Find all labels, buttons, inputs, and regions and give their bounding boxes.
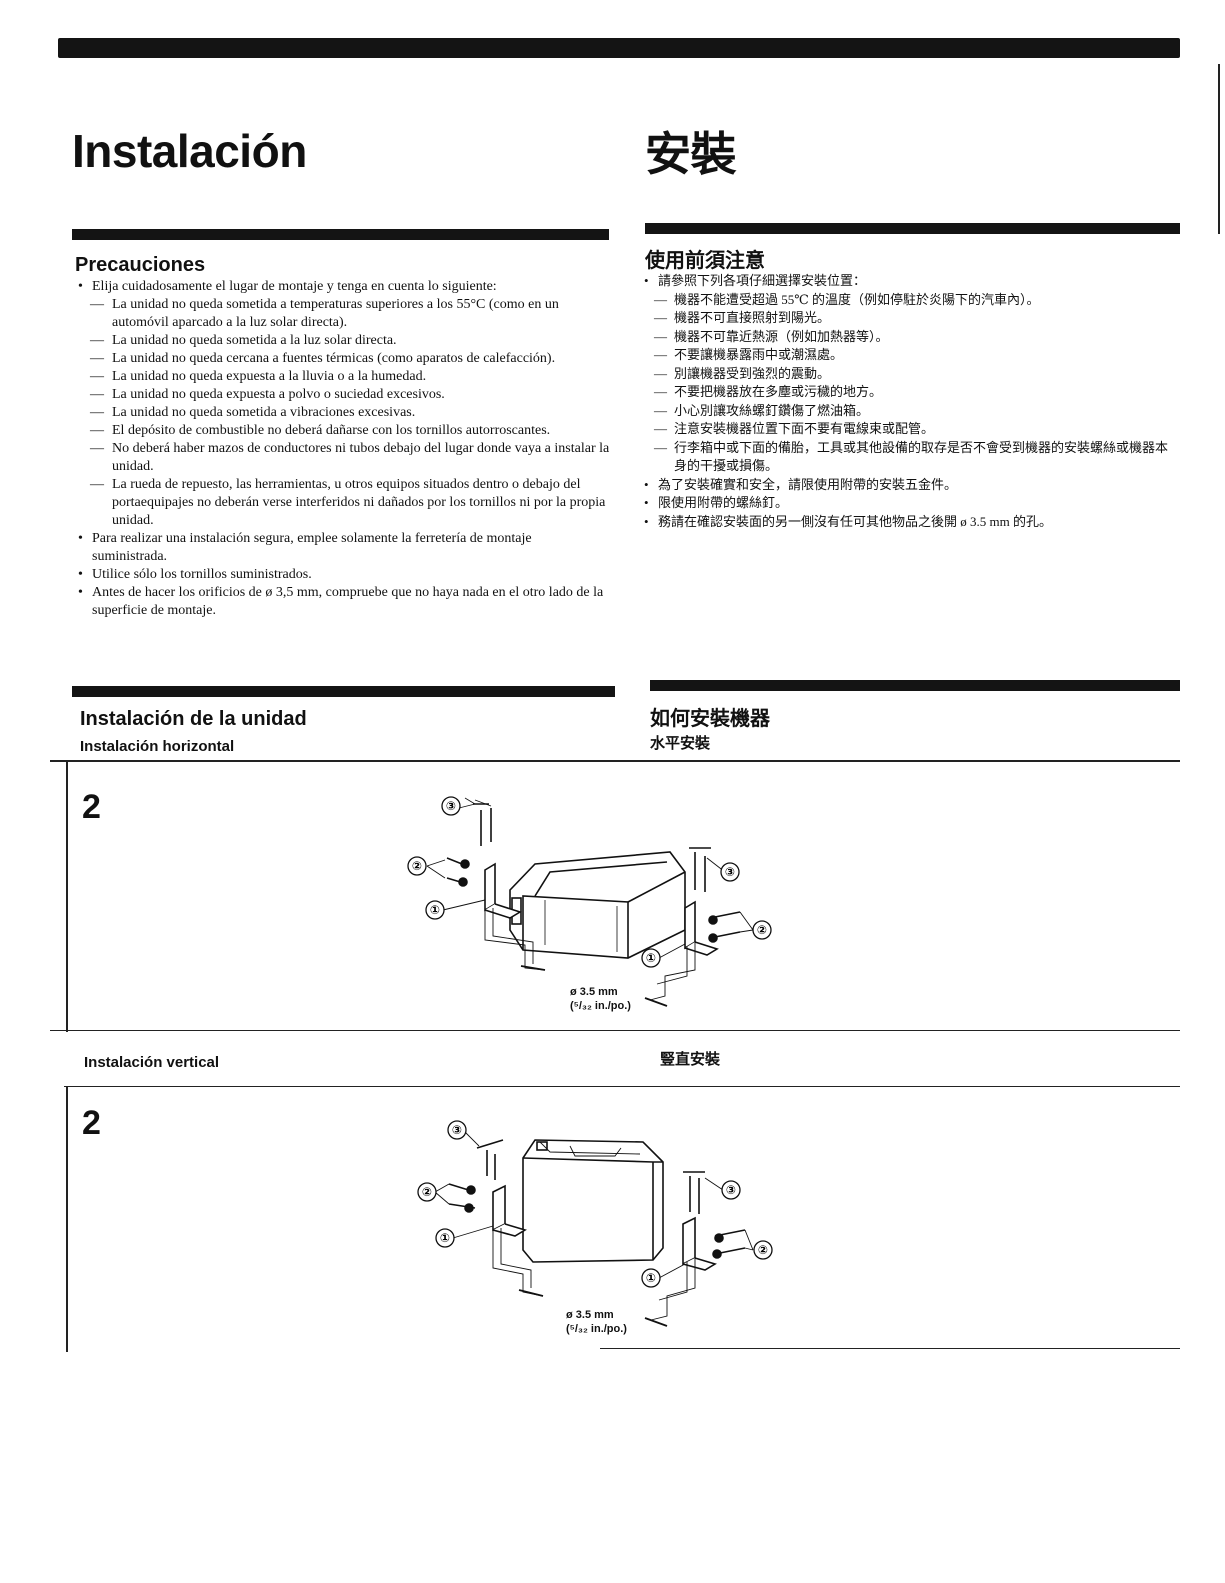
vertical-install-diagram: ③ ② ① ③ ② ①	[417, 1120, 773, 1327]
precaution-subitem: La rueda de repuesto, las herramientas, …	[78, 476, 610, 530]
figure-frame-bottom	[50, 1030, 1180, 1031]
precautions-heading-zh: 使用前須注意	[645, 250, 765, 272]
callout-1: ①	[646, 1271, 656, 1285]
callout-3: ③	[725, 865, 735, 879]
precaution-subitem: La unidad no queda sometida a la luz sol…	[78, 332, 610, 350]
precaution-subitem: 注意安裝機器位置下面不要有電線束或配管。	[644, 420, 1174, 439]
callout-1: ①	[440, 1231, 450, 1245]
vertical-label-zh: 豎直安裝	[660, 1051, 721, 1068]
step-number: 2	[82, 1104, 101, 1142]
precaution-subitem: 機器不可靠近熱源（例如加熱器等）。	[644, 328, 1174, 347]
precaution-bullet: Elija cuidadosamente el lugar de montaje…	[78, 278, 610, 296]
page-title-zh: 安裝	[645, 128, 737, 180]
precautions-list-zh: 請參照下列各項仔細選擇安裝位置：機器不能遭受超過 55℃ 的溫度（例如停駐於炎陽…	[644, 272, 1174, 531]
callout-1: ①	[430, 903, 440, 917]
horizontal-label-zh: 水平安裝	[650, 735, 711, 752]
precaution-bullet: 請參照下列各項仔細選擇安裝位置：	[644, 272, 1174, 291]
precaution-subitem: La unidad no queda sometida a vibracione…	[78, 404, 610, 422]
callout-2: ②	[758, 1243, 768, 1257]
section-bar	[645, 223, 1180, 234]
right-edge-rule	[1218, 64, 1220, 234]
figure-frame-bottom	[600, 1348, 1180, 1349]
install-heading-es: Instalación de la unidad	[80, 708, 307, 730]
section-bar	[72, 229, 609, 240]
callout-1: ①	[646, 951, 656, 965]
precaution-subitem: El depósito de combustible no deberá dañ…	[78, 422, 610, 440]
page-title-es: Instalación	[72, 125, 307, 177]
callout-2: ②	[412, 859, 422, 873]
header-bar	[58, 38, 1180, 58]
figure-frame-left	[66, 760, 68, 1032]
precaution-subitem: 別讓機器受到強烈的震動。	[644, 365, 1174, 384]
precaution-subitem: La unidad no queda expuesta a polvo o su…	[78, 386, 610, 404]
callout-3: ③	[452, 1123, 462, 1137]
step-number: 2	[82, 788, 101, 826]
callout-3: ③	[726, 1183, 736, 1197]
precaution-subitem: La unidad no queda cercana a fuentes tér…	[78, 350, 610, 368]
precautions-heading-es: Precauciones	[75, 254, 206, 276]
precaution-subitem: 小心別讓攻絲螺釘鑽傷了燃油箱。	[644, 402, 1174, 421]
hole-size-label: ø 3.5 mm (⁵/₃₂ in./po.)	[570, 986, 631, 1012]
precaution-bullet: 務請在確認安裝面的另一側沒有任可其他物品之後開 ø 3.5 mm 的孔。	[644, 513, 1174, 532]
vertical-label-es: Instalación vertical	[84, 1054, 220, 1071]
figure-frame-left	[66, 1086, 68, 1352]
precaution-subitem: 不要讓機暴露雨中或潮濕處。	[644, 346, 1174, 365]
precaution-subitem: 機器不能遭受超過 55℃ 的溫度（例如停駐於炎陽下的汽車內）。	[644, 291, 1174, 310]
callout-2: ②	[422, 1185, 432, 1199]
precaution-subitem: 機器不可直接照射到陽光。	[644, 309, 1174, 328]
precautions-list-es: Elija cuidadosamente el lugar de montaje…	[78, 278, 610, 620]
precaution-subitem: 行李箱中或下面的備胎，工具或其他設備的取存是否不會受到機器的安裝螺絲或機器本身的…	[644, 439, 1174, 476]
horizontal-label-es: Instalación horizontal	[80, 738, 235, 755]
callout-2: ②	[757, 923, 767, 937]
hole-size-label: ø 3.5 mm (⁵/₃₂ in./po.)	[566, 1309, 627, 1335]
figure-frame-top	[64, 1086, 1180, 1087]
precaution-bullet: 限使用附帶的螺絲釘。	[644, 494, 1174, 513]
precaution-bullet: Utilice sólo los tornillos suministrados…	[78, 566, 610, 584]
precaution-bullet: Para realizar una instalación segura, em…	[78, 530, 610, 566]
precaution-subitem: La unidad no queda expuesta a la lluvia …	[78, 368, 610, 386]
horizontal-install-diagram: ③ ② ① ③ ② ①	[407, 796, 772, 1007]
figure-frame-top	[50, 760, 1180, 762]
precaution-subitem: No deberá haber mazos de conductores ni …	[78, 440, 610, 476]
precaution-subitem: La unidad no queda sometida a temperatur…	[78, 296, 610, 332]
callout-3: ③	[446, 799, 456, 813]
precaution-subitem: 不要把機器放在多塵或污穢的地方。	[644, 383, 1174, 402]
section-bar	[72, 686, 615, 697]
install-heading-zh: 如何安裝機器	[650, 708, 770, 730]
section-bar	[650, 680, 1180, 691]
precaution-bullet: Antes de hacer los orificios de ø 3,5 mm…	[78, 584, 610, 620]
precaution-bullet: 為了安裝確實和安全，請限使用附帶的安裝五金件。	[644, 476, 1174, 495]
